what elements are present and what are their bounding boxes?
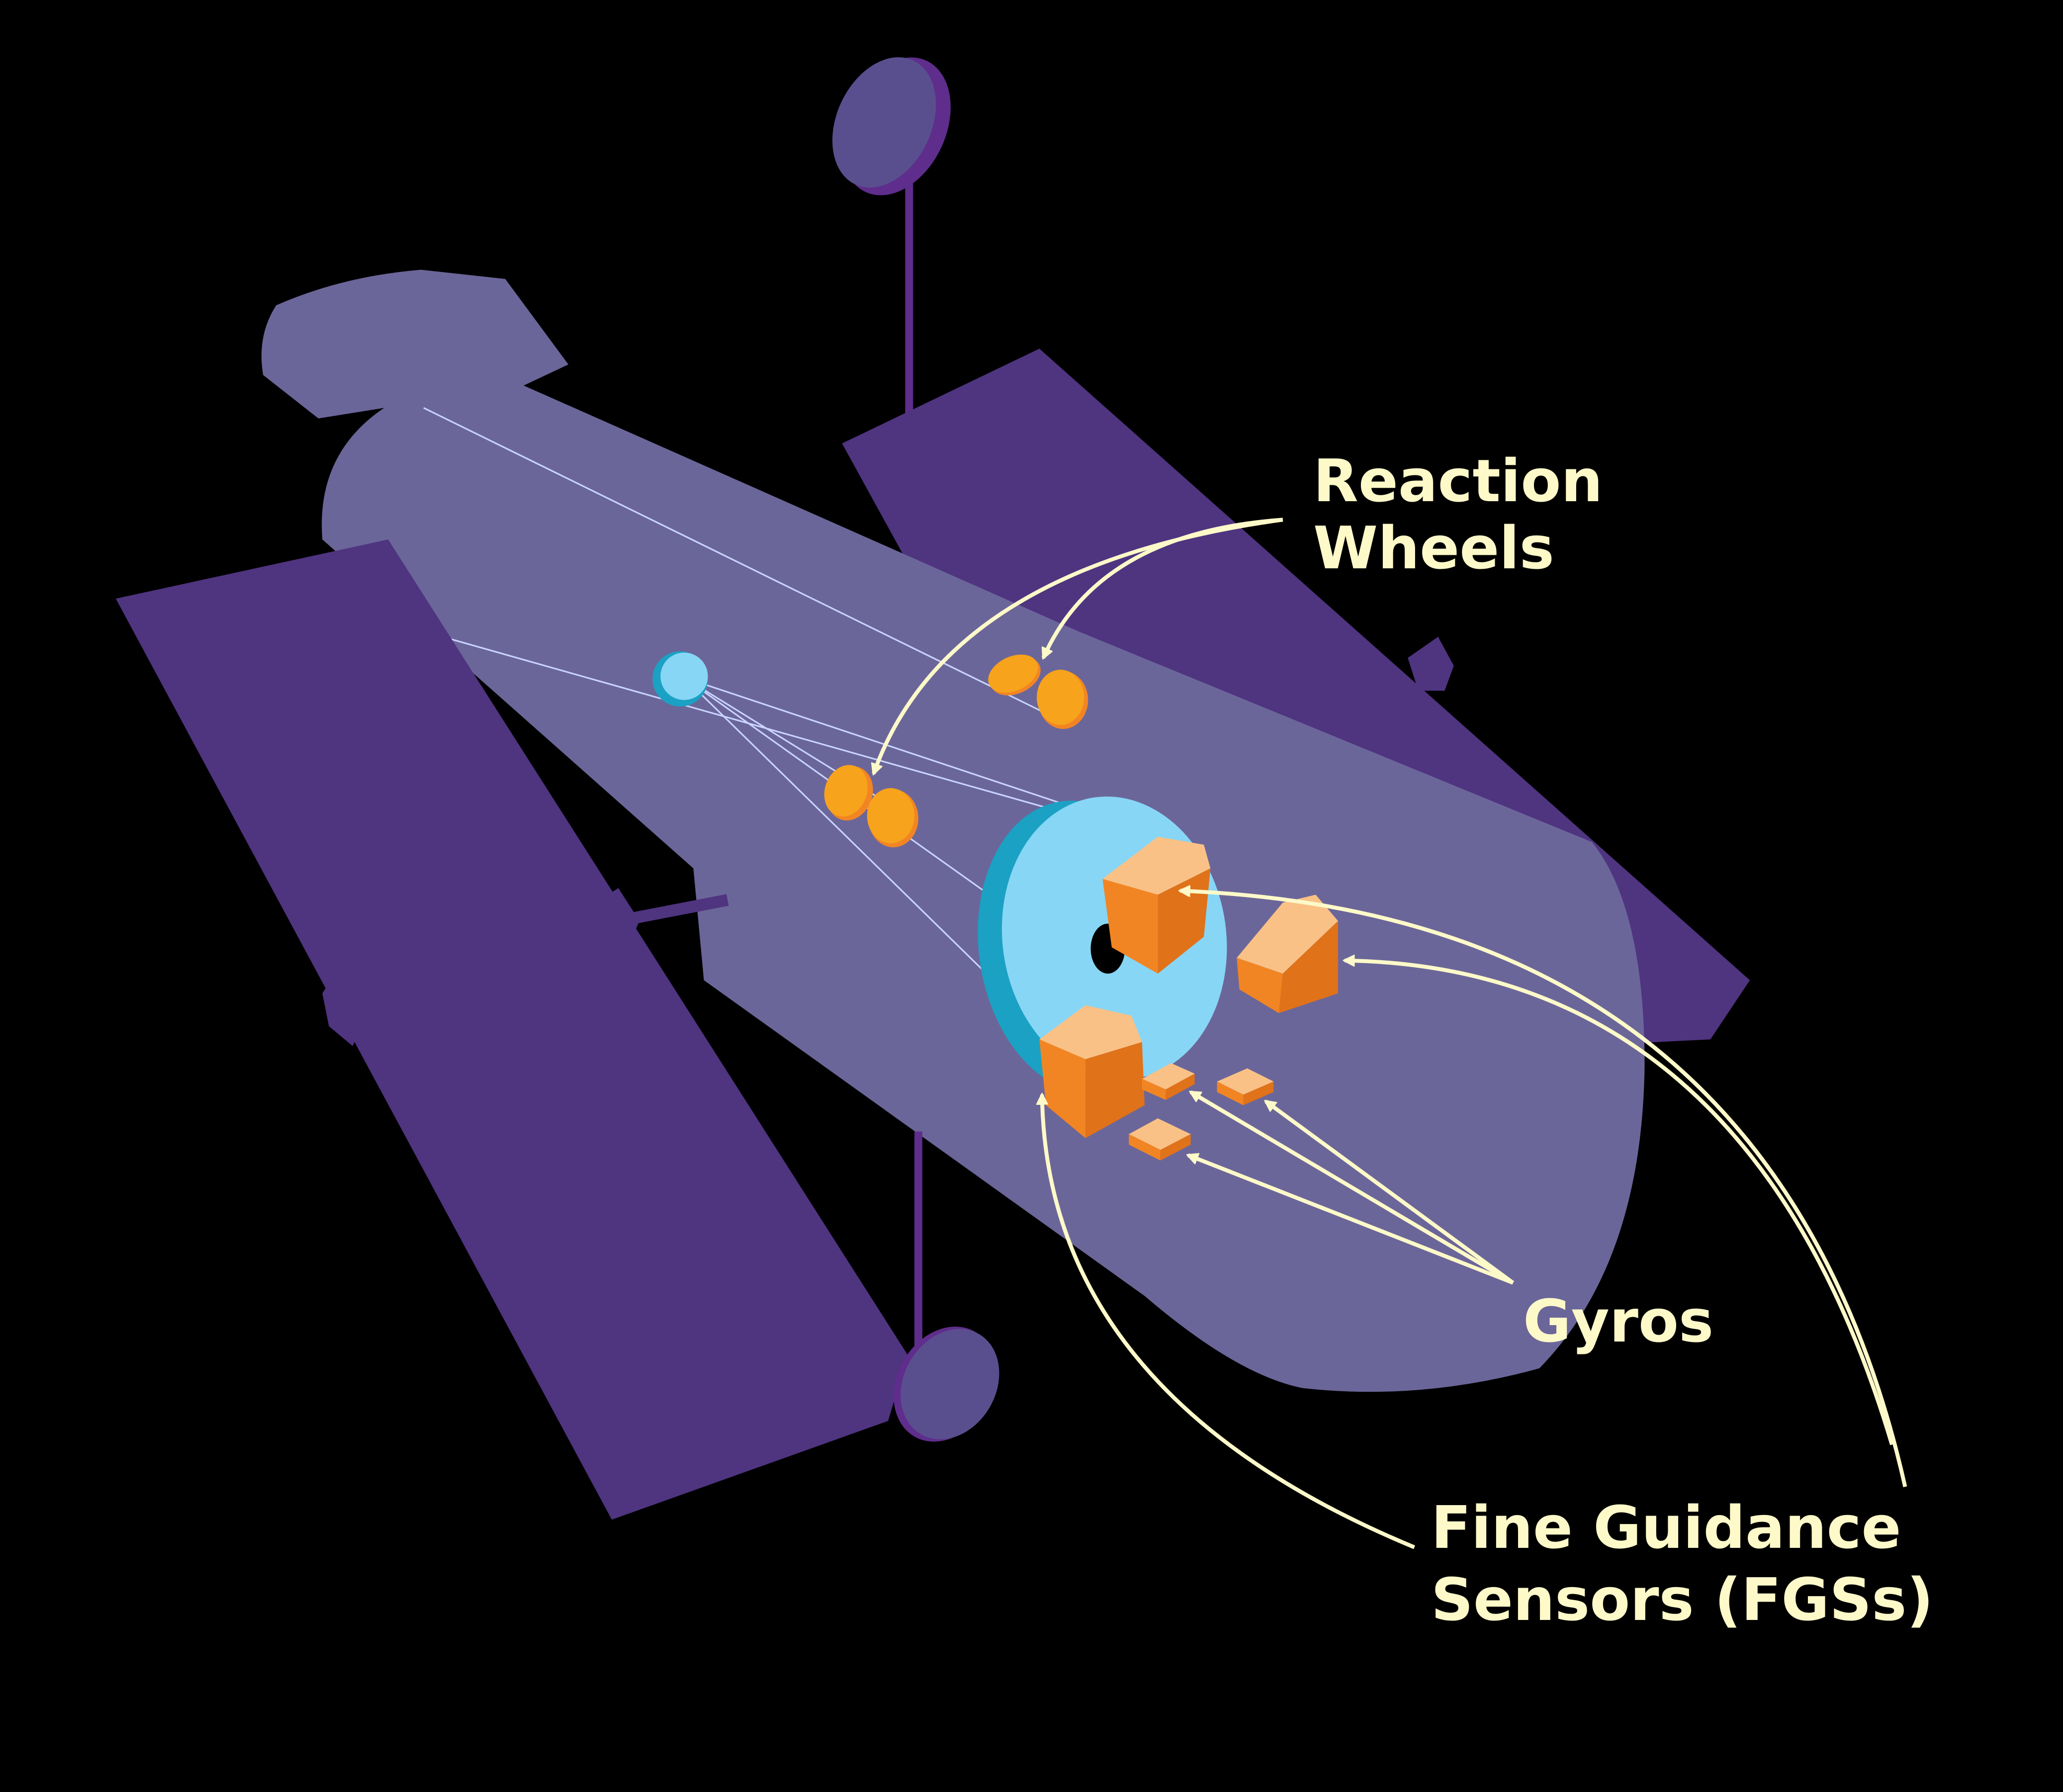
reaction-wheel <box>1037 669 1084 725</box>
rear-panel-bracket <box>1408 636 1454 691</box>
reaction-wheels <box>824 654 1088 848</box>
fgs-arrow <box>1042 1095 1416 1549</box>
fgs-unit <box>1039 1005 1145 1138</box>
fgs-label: Fine Guidance Sensors (FGSs) <box>1431 1492 1933 1636</box>
gyros <box>1129 1063 1274 1161</box>
telescope-tube <box>261 269 1645 1392</box>
fgs-unit <box>1237 895 1339 1013</box>
gyros-arrow <box>1191 1090 1514 1285</box>
gyro <box>1217 1068 1274 1105</box>
reaction-wheels-label-line-2: Wheels <box>1313 514 1554 582</box>
gyro <box>1129 1118 1191 1161</box>
fgs-arrow <box>1180 891 1907 1487</box>
gyros-label-line-1: Gyros <box>1523 1287 1714 1355</box>
reaction-wheels-label-line-1: Reaction <box>1313 447 1603 515</box>
upper-antenna-dish <box>832 57 936 188</box>
reaction-wheels-label: Reaction Wheels <box>1313 448 1603 582</box>
secondary-mirror <box>660 652 708 700</box>
fgs-unit <box>1102 836 1211 974</box>
front-solar-panel <box>115 539 908 1520</box>
reaction-wheel <box>824 765 868 817</box>
gyros-arrow <box>1188 1155 1514 1285</box>
front-panel-bracket <box>322 967 366 1046</box>
fgs-label-line-1: Fine Guidance <box>1431 1493 1901 1562</box>
reaction-wheel <box>867 788 915 844</box>
gyro <box>1142 1063 1195 1100</box>
fgs-arrow <box>1345 961 1894 1445</box>
fine-guidance-sensors <box>1039 836 1339 1138</box>
reaction-wheel <box>988 654 1038 693</box>
fgs-label-line-2: Sensors (FGSs) <box>1431 1565 1934 1634</box>
gyros-label: Gyros <box>1523 1288 1713 1355</box>
gyros-arrow <box>1265 1099 1515 1285</box>
lower-antenna-dish <box>900 1329 999 1439</box>
lower-antenna <box>894 1131 999 1442</box>
panel-arm-joint <box>587 888 639 954</box>
callout-arrows <box>874 518 1907 1549</box>
reaction-wheels-arrow <box>874 518 1283 774</box>
